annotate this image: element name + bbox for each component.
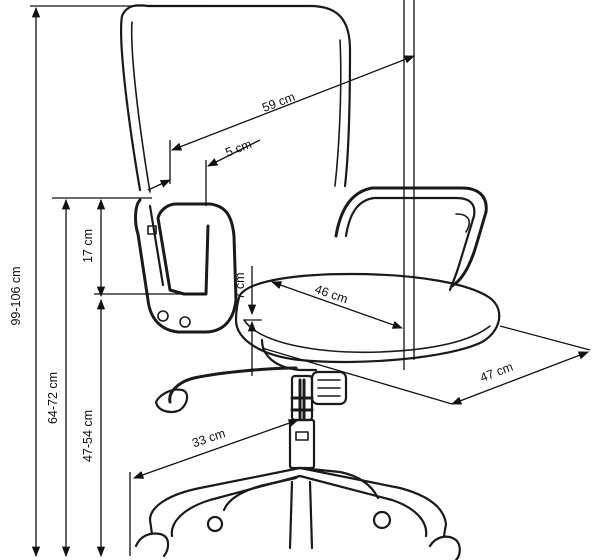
dimension-base-radius: 33 cm [129, 419, 299, 556]
dimension-seat-height: 47-54 cm [81, 298, 106, 558]
dimension-seat-thickness: 7 cm [233, 266, 262, 376]
chair-armrest-left [134, 198, 238, 334]
dimension-total-height: 99-106 cm [9, 5, 210, 558]
chair-mechanism [154, 338, 348, 413]
seat-height-label: 47-54 cm [81, 410, 95, 462]
dimension-armrest-height: 17 cm [81, 198, 206, 298]
chair-base [134, 466, 461, 560]
dimension-backrest-width: 59 cm [169, 0, 415, 370]
chair-backrest [120, 4, 352, 193]
chair-armrest-right [334, 186, 488, 292]
seat-thickness-label: 7 cm [233, 272, 247, 299]
seat-width-label: 47 cm [478, 360, 515, 385]
dimension-backrest-gap: 5 cm [147, 137, 261, 206]
dimension-seat-top-height: 64-72 cm [46, 197, 152, 558]
dimension-seat-depth: 46 cm [271, 281, 403, 329]
armrest-height-label: 17 cm [81, 229, 95, 263]
seat-top-height-label: 64-72 cm [46, 372, 60, 424]
backrest-width-label: 59 cm [260, 90, 297, 115]
backrest-gap-label: 5 cm [223, 137, 253, 160]
chair-seat [234, 272, 501, 364]
total-height-label: 99-106 cm [9, 266, 23, 325]
